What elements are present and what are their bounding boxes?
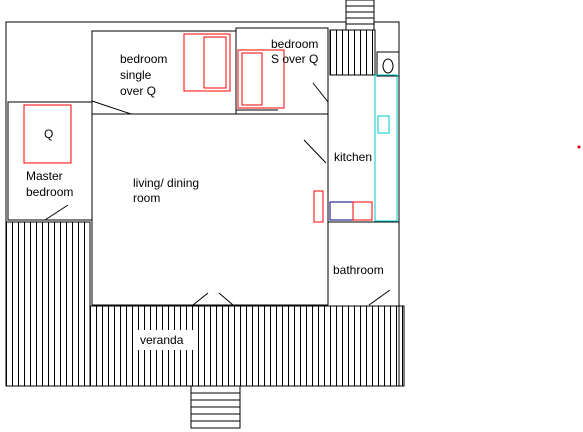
door-swing xyxy=(218,292,234,306)
single-bed xyxy=(183,33,231,92)
veranda-label: veranda xyxy=(140,333,184,347)
living-cabinet xyxy=(313,190,324,223)
door-swing xyxy=(303,139,327,164)
bunk-bed-inner xyxy=(241,52,263,106)
door-swing xyxy=(192,292,209,306)
door-swing xyxy=(91,100,132,115)
queen-bed-label: Q xyxy=(44,127,53,141)
stairs-top xyxy=(345,0,375,31)
single-bed-inner xyxy=(203,36,227,89)
bedroom-single-room xyxy=(91,30,237,115)
kitchen-bench xyxy=(374,74,398,222)
red-dot xyxy=(577,145,581,149)
master-bedroom-label: Master bedroom xyxy=(26,169,73,199)
kitchen-sink xyxy=(377,115,390,134)
bedroom-s-over-q-label: bedroom S over Q xyxy=(271,37,322,66)
kitchen-label: kitchen xyxy=(334,150,372,164)
veranda-deck-left xyxy=(5,221,91,387)
landing-deck xyxy=(329,29,376,76)
door-swing xyxy=(368,289,391,306)
queen-bed xyxy=(23,104,72,164)
master-bedroom-room xyxy=(7,101,93,221)
fridge xyxy=(329,201,354,221)
living-dining-label: living/ dining room xyxy=(133,176,202,205)
bunk-bed xyxy=(237,49,285,109)
bedroom-single-label: bedroom single over Q xyxy=(120,52,171,98)
toilet-bowl xyxy=(382,58,394,74)
door-swing xyxy=(44,204,69,221)
veranda-label-bg xyxy=(136,330,196,350)
bathroom-label: bathroom xyxy=(333,263,384,277)
door-swing xyxy=(312,82,329,103)
stove xyxy=(352,201,373,221)
